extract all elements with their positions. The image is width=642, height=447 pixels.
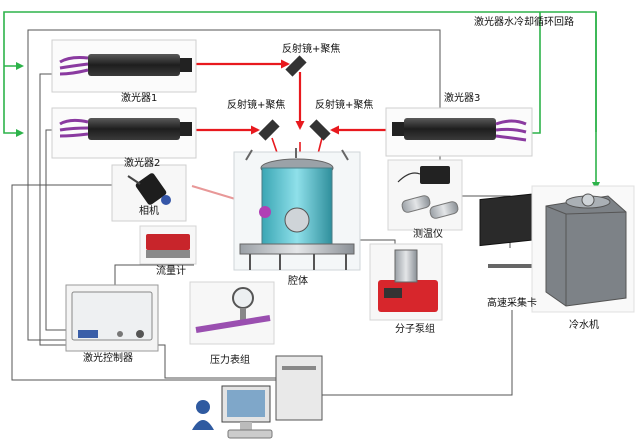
label-laser-2: 激光器2 <box>124 158 161 169</box>
label-molecular-pump: 分子泵组 <box>395 324 435 335</box>
thermometer[interactable] <box>387 159 463 231</box>
label-flowmeter: 流量计 <box>156 266 186 277</box>
laser-2[interactable] <box>51 107 197 159</box>
label-chiller: 冷水机 <box>569 320 599 331</box>
laser-controller[interactable] <box>65 284 159 352</box>
label-pressure-gauge: 压力表组 <box>210 355 250 366</box>
label-laser-3: 激光器3 <box>444 93 481 104</box>
mirror-1 <box>285 55 307 77</box>
mirror-2 <box>258 119 280 141</box>
label-chamber: 腔体 <box>288 276 308 287</box>
label-daq-card: 高速采集卡 <box>487 298 537 309</box>
mirror-3 <box>309 119 331 141</box>
label-laser-controller: 激光控制器 <box>83 353 133 364</box>
laser-1[interactable] <box>51 39 197 93</box>
label-cooling-loop: 激光器水冷却循环回路 <box>474 17 574 28</box>
label-mirror-1: 反射镜+聚焦 <box>282 44 341 55</box>
chamber[interactable] <box>233 148 361 271</box>
label-mirror-3: 反射镜+聚焦 <box>315 100 374 111</box>
label-camera: 相机 <box>139 206 159 217</box>
flowmeter[interactable] <box>139 225 197 265</box>
molecular-pump[interactable] <box>369 243 443 321</box>
label-laser-1: 激光器1 <box>121 93 158 104</box>
camera[interactable] <box>111 164 187 222</box>
pressure-gauge-set[interactable] <box>189 281 275 345</box>
laser-3[interactable] <box>385 107 533 157</box>
chiller[interactable] <box>531 185 635 313</box>
computer[interactable] <box>221 355 323 439</box>
label-mirror-2: 反射镜+聚焦 <box>227 100 286 111</box>
label-thermometer: 测温仪 <box>413 229 443 240</box>
user-icon <box>192 400 214 430</box>
